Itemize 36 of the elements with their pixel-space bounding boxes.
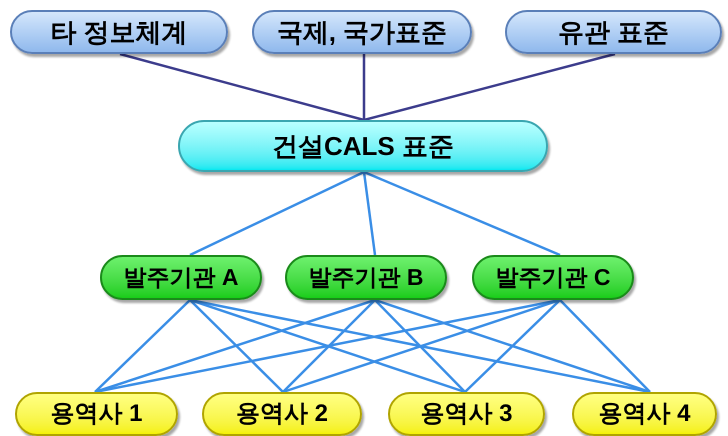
connector-line xyxy=(362,172,376,256)
rounded-pill xyxy=(472,255,634,300)
node-label: 국제, 국가표준 xyxy=(276,19,448,45)
connector-line xyxy=(364,170,560,256)
rounded-pill xyxy=(10,10,228,54)
connector-line xyxy=(559,299,651,393)
rounded-pill xyxy=(252,10,472,54)
node-label: 발주기관 A xyxy=(124,266,238,289)
rounded-pill xyxy=(505,10,722,54)
node-label: 건설CALS 표준 xyxy=(272,133,454,159)
node-label: 용역사 2 xyxy=(236,402,328,426)
connector-line xyxy=(362,54,366,120)
rounded-pill xyxy=(285,255,447,300)
rounded-pill xyxy=(100,255,262,300)
connector-line xyxy=(374,298,650,394)
connector-line xyxy=(120,52,364,122)
rounded-pill xyxy=(15,392,178,436)
node-label: 용역사 4 xyxy=(598,402,690,426)
node-label: 발주기관 C xyxy=(496,266,610,289)
connector-line xyxy=(282,299,376,393)
connector-line xyxy=(189,299,284,393)
node-label: 타 정보체계 xyxy=(50,19,188,45)
node-label: 용역사 1 xyxy=(50,402,142,426)
node-label: 발주기관 B xyxy=(308,266,424,289)
connector-line xyxy=(94,298,376,394)
node-label: 용역사 3 xyxy=(420,402,512,426)
connector-line xyxy=(374,299,466,393)
rounded-pill xyxy=(572,392,717,436)
rounded-pill xyxy=(178,120,548,172)
connector-line xyxy=(464,299,561,393)
connector-line xyxy=(94,299,191,393)
connector-line xyxy=(189,170,365,256)
node-label: 유관 표준 xyxy=(558,19,670,45)
connector-line xyxy=(364,52,616,122)
rounded-pill xyxy=(202,392,362,436)
rounded-pill xyxy=(388,392,545,436)
